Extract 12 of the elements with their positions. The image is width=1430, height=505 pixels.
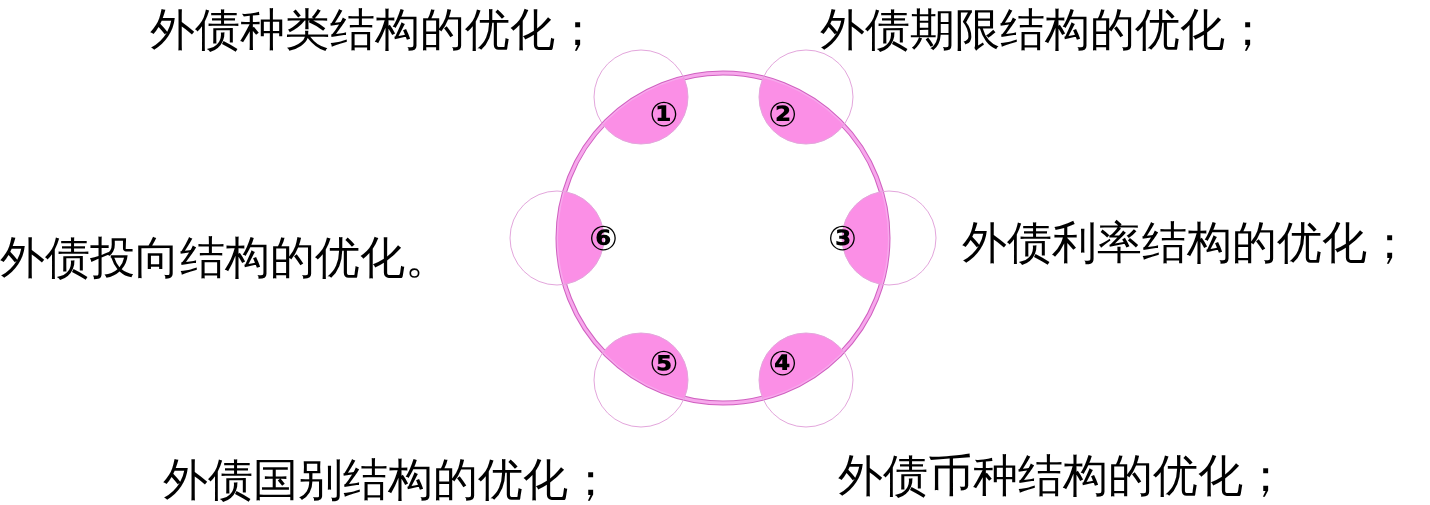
caption-text: 外债国别结构的优化； xyxy=(163,455,613,505)
circled-number: ③ xyxy=(828,221,857,255)
circled-number: ② xyxy=(768,96,798,131)
caption-text: 外债种类结构的优化； xyxy=(150,5,600,55)
circled-number: ④ xyxy=(768,345,798,380)
circled-number: ① xyxy=(649,96,679,131)
caption-text: 外债期限结构的优化； xyxy=(820,5,1270,55)
circled-number: ⑤ xyxy=(649,345,679,380)
caption-text: 外债币种结构的优化； xyxy=(838,451,1288,501)
caption-text: 外债投向结构的优化。 xyxy=(0,233,450,283)
caption-text: 外债利率结构的优化； xyxy=(962,218,1412,268)
circled-number: ⑥ xyxy=(589,221,618,255)
